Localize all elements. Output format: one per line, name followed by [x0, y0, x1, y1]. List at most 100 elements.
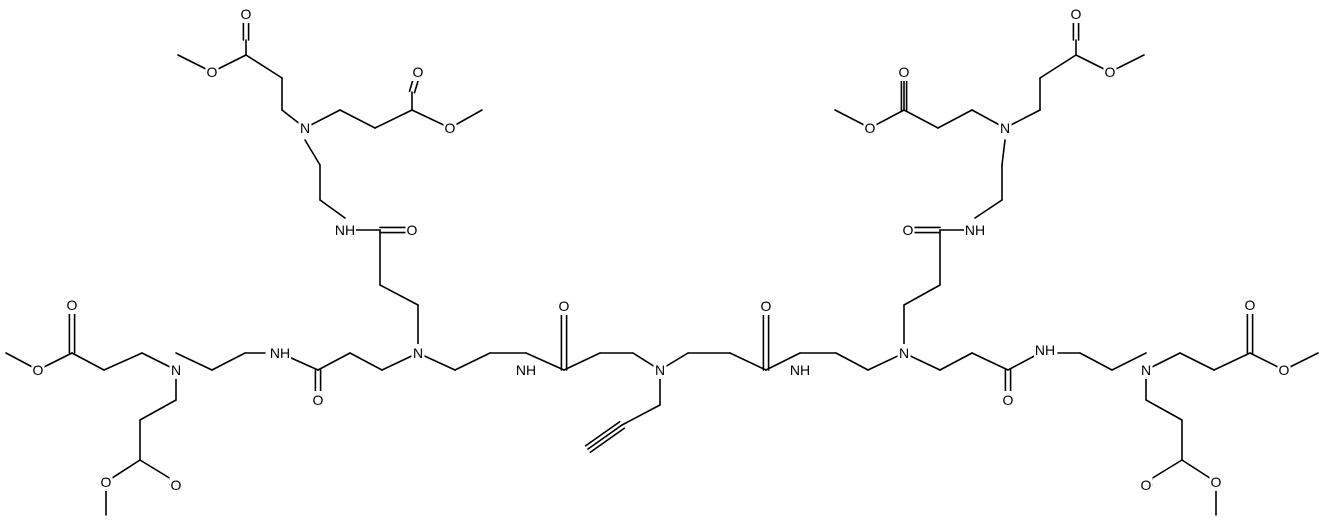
backbone-bond: [621, 404, 661, 426]
alkyne-bond: [584, 420, 621, 447]
oxygen-label: O: [407, 222, 418, 238]
oxygen-label-bg: [897, 63, 911, 81]
amide-nh-label-bg: [269, 344, 291, 362]
backbone-bond: [903, 109, 939, 129]
oxygen-label: O: [899, 64, 910, 80]
oxygen-label: O: [761, 298, 772, 314]
backbone-bond: [1179, 352, 1215, 371]
backbone-bond: [1213, 352, 1251, 371]
nitrogen-label-bg: [1139, 361, 1153, 379]
amide-nh-label: NH: [1035, 342, 1055, 358]
oxygen-label-bg: [1209, 473, 1223, 491]
backbone-bond: [103, 352, 143, 371]
oxygen-label-bg: [1103, 63, 1117, 81]
oxygen-label: O: [1003, 392, 1014, 408]
oxygen-label: O: [1071, 6, 1082, 22]
nitrogen-label: N: [300, 120, 310, 136]
oxygen-label: O: [33, 362, 44, 378]
oxygen-label-bg: [99, 473, 113, 491]
backbone-bond: [71, 352, 105, 371]
nitrogen-label-bg: [411, 344, 425, 362]
backbone-bond: [319, 199, 346, 219]
backbone-bond: [245, 54, 283, 79]
oxygen-label: O: [413, 64, 424, 80]
backbone-bond: [939, 352, 973, 371]
backbone-bond: [379, 284, 419, 306]
amide-nh-label-bg: [334, 221, 356, 239]
backbone-bond: [211, 352, 246, 371]
backbone-bond: [971, 352, 1009, 371]
oxygen-label: O: [559, 298, 570, 314]
oxygen-label-bg: [1277, 361, 1291, 379]
nitrogen-label-bg: [169, 361, 183, 379]
backbone-bond: [729, 352, 767, 371]
oxygen-label-bg: [65, 296, 79, 314]
oxygen-label-bg: [311, 391, 325, 409]
oxygen-label-bg: [557, 297, 571, 315]
bond-layer: [5, 13, 1319, 516]
nitrogen-label: N: [1141, 362, 1151, 378]
alkyne-bond: [587, 424, 623, 450]
oxygen-label-bg: [405, 221, 419, 239]
backbone-bond: [349, 352, 383, 371]
amide-nh-label-bg: [964, 221, 986, 239]
oxygen-label-bg: [239, 5, 253, 23]
oxygen-label: O: [865, 120, 876, 136]
alkyne-bond: [589, 427, 626, 454]
backbone-bond: [304, 139, 321, 166]
oxygen-label-bg: [1069, 5, 1083, 23]
nitrogen-label: N: [171, 362, 181, 378]
backbone-bond: [339, 109, 376, 129]
oxygen-label-bg: [205, 63, 219, 81]
oxygen-label-bg: [1001, 391, 1015, 409]
oxygen-label-bg: [443, 119, 457, 137]
nitrogen-label-bg: [298, 119, 312, 137]
oxygen-label-bg: [31, 361, 45, 379]
oxygen-label: O: [1245, 297, 1256, 313]
oxygen-label-bg: [1243, 296, 1257, 314]
backbone-bond: [175, 352, 213, 371]
oxygen-label-bg: [901, 221, 915, 239]
backbone-bond: [563, 352, 601, 371]
nitrogen-label: N: [413, 345, 423, 361]
backbone-bond: [1001, 139, 1006, 166]
oxygen-label: O: [171, 477, 182, 493]
amide-nh-label-bg: [789, 361, 811, 379]
amide-nh-label: NH: [790, 362, 810, 378]
oxygen-label: O: [313, 392, 324, 408]
oxygen-label: O: [1279, 362, 1290, 378]
oxygen-label: O: [101, 474, 112, 490]
amide-nh-label: NH: [270, 345, 290, 361]
nitrogen-label-bg: [653, 361, 667, 379]
oxygen-label-bg: [1139, 476, 1153, 494]
backbone-bond: [765, 352, 801, 371]
backbone-bond: [903, 284, 941, 306]
backbone-bond: [454, 352, 491, 371]
oxygen-label-bg: [169, 476, 183, 494]
amide-nh-label-bg: [1034, 341, 1056, 359]
oxygen-label-bg: [411, 63, 425, 81]
oxygen-label: O: [1211, 474, 1222, 490]
amide-nh-label: NH: [516, 362, 536, 378]
oxygen-label: O: [903, 222, 914, 238]
backbone-bond: [1079, 352, 1113, 371]
nitrogen-label-bg: [998, 119, 1012, 137]
backbone-bond: [317, 352, 351, 371]
amide-nh-label: NH: [335, 222, 355, 238]
oxygen-label: O: [241, 6, 252, 22]
backbone-bond: [835, 352, 869, 371]
backbone-bond: [937, 109, 973, 129]
oxygen-label: O: [1141, 477, 1152, 493]
nitrogen-label: N: [899, 345, 909, 361]
backbone-bond: [374, 109, 413, 129]
oxygen-label: O: [67, 297, 78, 313]
oxygen-label-bg: [863, 119, 877, 137]
backbone-bond: [139, 399, 177, 421]
backbone-bond: [1145, 399, 1183, 421]
amide-nh-label-bg: [515, 361, 537, 379]
oxygen-label: O: [207, 64, 218, 80]
nitrogen-label: N: [1000, 120, 1010, 136]
backbone-bond: [1039, 54, 1077, 79]
